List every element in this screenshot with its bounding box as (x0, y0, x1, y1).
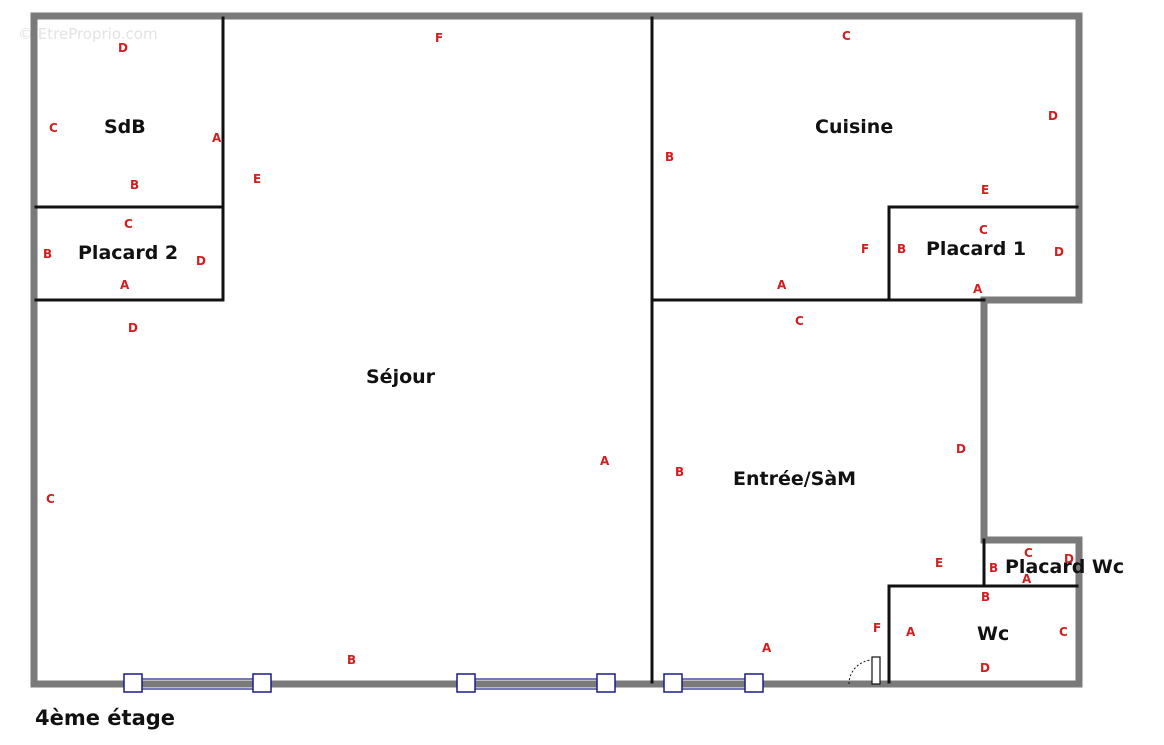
room-label-sdb: SdB (104, 116, 146, 138)
wall-mark-placard-2: B (43, 247, 52, 261)
wall-mark-sdb: B (130, 178, 139, 192)
room-label-placard-2: Placard 2 (78, 242, 178, 264)
window-entree (663, 673, 764, 693)
window-sejour-left (123, 673, 272, 693)
wall-mark-sejour: F (435, 31, 443, 45)
wall-mark-entree: E (935, 556, 943, 570)
floor-label: 4ème étage (35, 706, 176, 730)
wall-mark-sejour: B (347, 653, 356, 667)
wall-mark-entree: C (795, 314, 804, 328)
wall-mark-placard-1: A (973, 282, 983, 296)
outer-walls (30, 12, 1083, 688)
wall-mark-placard-1: C (979, 223, 988, 237)
wall-mark-placard-2: A (120, 278, 130, 292)
wall-mark-placard-2: C (124, 217, 133, 231)
window-frame (663, 673, 683, 693)
wall-mark-cuisine: F (861, 242, 869, 256)
room-label-placard-1: Placard 1 (926, 238, 1026, 260)
wall-mark-placard-1: D (1054, 245, 1064, 259)
wall-mark-sdb: A (212, 131, 222, 145)
wall-mark-cuisine: D (1048, 109, 1058, 123)
window-frame (744, 673, 764, 693)
wall-mark-entree: B (675, 465, 684, 479)
door-wc (848, 656, 881, 685)
room-label-wc: Wc (977, 623, 1009, 645)
wall-mark-wc: B (981, 590, 990, 604)
wall-mark-sdb: C (49, 121, 58, 135)
wall-mark-placard-wc: D (1064, 552, 1074, 566)
wall-mark-sejour: C (46, 492, 55, 506)
window-frame (252, 673, 272, 693)
room-label-cuisine: Cuisine (815, 116, 893, 138)
wall-mark-cuisine: C (842, 29, 851, 43)
wall-mark-placard-2: D (196, 254, 206, 268)
window-frame (456, 673, 476, 693)
watermark: © EtreProprio.com (18, 25, 158, 43)
wall-mark-placard-wc: A (1022, 572, 1032, 586)
wall-mark-sejour: E (253, 172, 261, 186)
room-label-entree: Entrée/SàM (733, 468, 856, 490)
wall-mark-entree: F (873, 621, 881, 635)
wall-mark-placard-wc: B (989, 561, 998, 575)
wall-mark-cuisine: B (665, 150, 674, 164)
wall-mark-entree: D (956, 442, 966, 456)
wall-mark-wc: C (1059, 625, 1068, 639)
wall-mark-wc: D (980, 661, 990, 675)
wall-mark-sejour: D (128, 321, 138, 335)
room-label-placard-wc: Placard Wc (1005, 556, 1124, 578)
window-frame (123, 673, 143, 693)
wall-mark-cuisine: A (777, 278, 787, 292)
wall-mark-sejour: A (600, 454, 610, 468)
wall-mark-cuisine: E (981, 183, 989, 197)
wall-mark-placard-wc: C (1024, 546, 1033, 560)
room-label-sejour: Séjour (366, 366, 436, 388)
wall-mark-placard-1: B (897, 242, 906, 256)
wall-mark-wc: A (906, 625, 916, 639)
interior-walls (34, 16, 1079, 684)
wall-mark-sdb: D (118, 41, 128, 55)
window-sejour-right (456, 673, 616, 693)
wall-mark-entree: A (762, 641, 772, 655)
window-frame (596, 673, 616, 693)
